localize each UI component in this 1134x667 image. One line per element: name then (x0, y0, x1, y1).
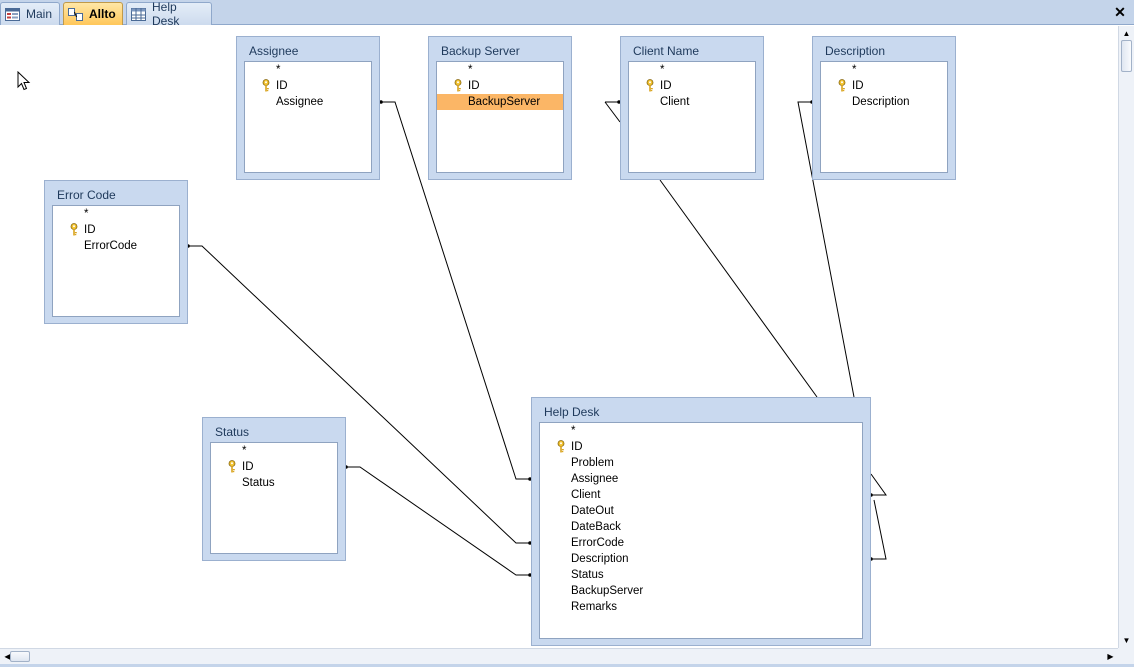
field-all[interactable]: * (276, 64, 281, 76)
field-all[interactable]: * (84, 208, 89, 220)
vertical-scrollbar[interactable]: ▲ ▼ (1118, 26, 1134, 648)
scroll-left-icon[interactable]: ◀ (4, 652, 11, 661)
field-problem[interactable]: Problem (571, 457, 614, 469)
field-list: * ID Client (628, 61, 756, 173)
relationship-lines (186, 100, 887, 577)
relationship-line-status (346, 466, 530, 576)
relationship-line-self-1 (870, 473, 887, 496)
relationship-line-client-name (659, 179, 818, 398)
primary-key-icon (646, 79, 654, 92)
field-list: * ID ErrorCode (52, 205, 180, 317)
primary-key-icon (228, 460, 236, 473)
field-backupserver[interactable]: BackupServer (571, 585, 644, 597)
tab-allto[interactable]: Allto (63, 2, 123, 25)
relationship-line-assignee (381, 101, 530, 480)
close-icon[interactable]: ✕ (1114, 4, 1126, 20)
table-help-desk[interactable]: Help Desk * ID Problem Assignee Client D… (531, 397, 871, 646)
vertical-scroll-thumb[interactable] (1121, 40, 1132, 72)
primary-key-icon (70, 223, 78, 236)
field-status[interactable]: Status (242, 477, 275, 489)
table-error-code[interactable]: Error Code * ID ErrorCode (44, 180, 188, 324)
field-description[interactable]: Description (852, 96, 910, 108)
field-list: * ID Description (820, 61, 948, 173)
relationships-icon (68, 7, 83, 21)
field-all[interactable]: * (660, 64, 665, 76)
table-icon (131, 7, 146, 21)
field-list: * ID Problem Assignee Client DateOut Dat… (539, 422, 863, 639)
table-title: Error Code (57, 188, 116, 202)
window-bottom-edge (0, 664, 1134, 667)
table-title: Status (215, 425, 250, 439)
field-id[interactable]: ID (821, 78, 947, 94)
table-client-name[interactable]: Client Name * ID Client (620, 36, 764, 180)
scroll-right-icon[interactable]: ▶ (1107, 652, 1114, 661)
field-all[interactable]: * (852, 64, 857, 76)
scroll-up-icon[interactable]: ▲ (1122, 29, 1131, 38)
field-dateback[interactable]: DateBack (571, 521, 621, 533)
field-dateout[interactable]: DateOut (571, 505, 614, 517)
field-errorcode[interactable]: ErrorCode (84, 240, 138, 252)
field-id[interactable]: ID (629, 78, 755, 94)
tab-main[interactable]: Main (0, 2, 60, 25)
table-title: Client Name (633, 44, 700, 58)
relationship-line-backup-server-diag (604, 101, 621, 123)
table-description[interactable]: Description * ID Description (812, 36, 956, 180)
field-id[interactable]: ID (540, 439, 862, 455)
field-client[interactable]: Client (660, 96, 690, 108)
field-id[interactable]: ID (245, 78, 371, 94)
table-assignee[interactable]: Assignee * ID Assignee (236, 36, 380, 180)
field-assignee[interactable]: Assignee (571, 473, 619, 485)
field-id[interactable]: ID (211, 459, 337, 475)
document-tab-bar: Main Allto Help Desk ✕ (0, 0, 1134, 28)
field-list: * ID Assignee (244, 61, 372, 173)
field-id[interactable]: ID (437, 78, 563, 94)
relationships-canvas[interactable]: Assignee * ID Assignee Backup Server * I… (0, 26, 1118, 648)
horizontal-scrollbar[interactable]: ◀ ▶ (0, 648, 1118, 664)
field-description[interactable]: Description (571, 553, 629, 565)
horizontal-scroll-thumb[interactable] (10, 651, 30, 662)
field-id[interactable]: ID (53, 222, 179, 238)
field-status[interactable]: Status (571, 569, 604, 581)
primary-key-icon (838, 79, 846, 92)
tab-main-label: Main (26, 7, 53, 21)
field-list: * ID BackupServer (436, 61, 564, 173)
field-list: * ID Status (210, 442, 338, 554)
table-title: Assignee (249, 44, 299, 58)
field-remarks[interactable]: Remarks (571, 601, 618, 613)
relationship-line-error-code (188, 245, 530, 544)
form-icon (5, 7, 20, 21)
table-backup-server[interactable]: Backup Server * ID BackupServer (428, 36, 572, 180)
mouse-pointer-icon (17, 71, 31, 91)
field-assignee[interactable]: Assignee (276, 96, 324, 108)
field-client[interactable]: Client (571, 489, 601, 501)
table-title: Description (825, 44, 886, 58)
table-title: Backup Server (441, 44, 520, 58)
scrollbar-corner (1118, 648, 1134, 664)
scroll-down-icon[interactable]: ▼ (1122, 636, 1131, 645)
primary-key-icon (454, 79, 462, 92)
primary-key-icon (557, 440, 565, 453)
field-all[interactable]: * (571, 425, 576, 437)
table-status[interactable]: Status * ID Status (202, 417, 346, 561)
field-backupserver-selected[interactable]: BackupServer (437, 94, 563, 110)
tab-help-desk-label: Help Desk (152, 0, 180, 28)
tab-allto-label: Allto (89, 7, 116, 21)
table-title: Help Desk (544, 405, 600, 419)
relationship-line-description (797, 101, 855, 398)
relationship-line-self-2 (871, 499, 887, 560)
field-all[interactable]: * (468, 64, 473, 76)
primary-key-icon (262, 79, 270, 92)
tab-help-desk[interactable]: Help Desk (126, 0, 212, 28)
field-errorcode[interactable]: ErrorCode (571, 537, 625, 549)
field-all[interactable]: * (242, 445, 247, 457)
